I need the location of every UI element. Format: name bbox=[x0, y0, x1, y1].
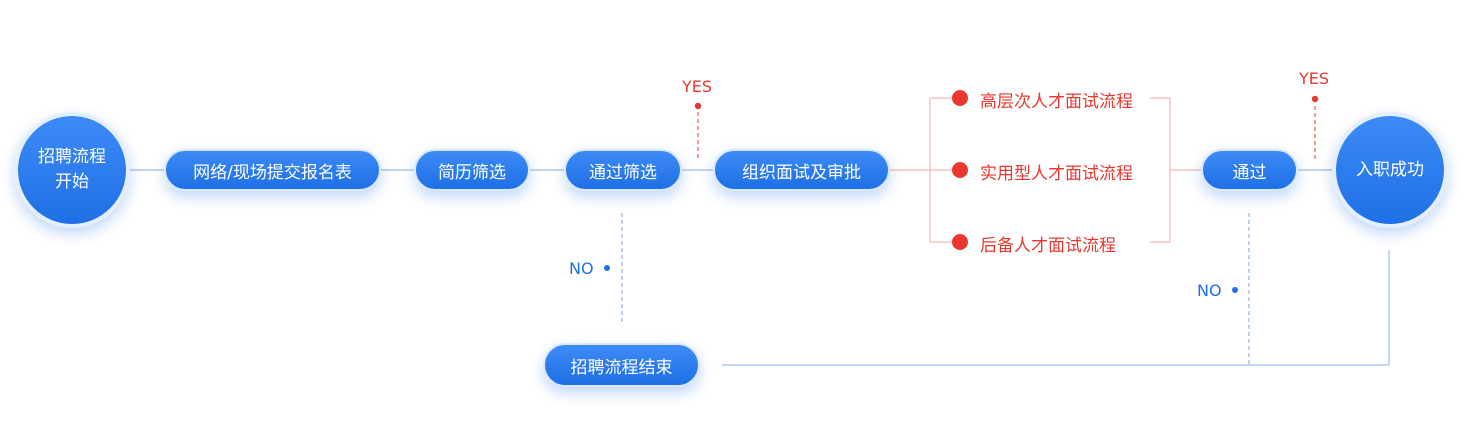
yes-dot-2 bbox=[1311, 95, 1319, 103]
node-start[interactable]: 招聘流程开始 bbox=[14, 112, 130, 228]
no-dot-2 bbox=[1232, 287, 1238, 293]
yes-label-1: YES bbox=[682, 77, 713, 96]
branch-dot-3 bbox=[952, 234, 968, 250]
node-resume-screen[interactable]: 简历筛选 bbox=[414, 149, 530, 191]
yes-dot-1 bbox=[694, 102, 702, 110]
node-pass[interactable]: 通过 bbox=[1201, 149, 1298, 191]
node-interview[interactable]: 组织面试及审批 bbox=[713, 149, 890, 191]
node-submit[interactable]: 网络/现场提交报名表 bbox=[164, 149, 381, 191]
node-pass-screen[interactable]: 通过筛选 bbox=[564, 149, 682, 191]
branch-high-level: 高层次人才面试流程 bbox=[980, 92, 1133, 112]
yes-label-2: YES bbox=[1299, 69, 1330, 88]
branch-practical: 实用型人才面试流程 bbox=[980, 164, 1133, 184]
node-onboard[interactable]: 入职成功 bbox=[1332, 112, 1448, 228]
branch-reserve: 后备人才面试流程 bbox=[980, 236, 1116, 256]
no-label-2: NO bbox=[1197, 281, 1222, 300]
node-end[interactable]: 招聘流程结束 bbox=[543, 343, 700, 387]
node-start-label: 招聘流程开始 bbox=[38, 147, 106, 192]
branch-dot-1 bbox=[952, 90, 968, 106]
no-dot-1 bbox=[604, 265, 610, 271]
branch-dot-2 bbox=[952, 162, 968, 178]
node-onboard-label: 入职成功 bbox=[1356, 159, 1424, 180]
no-label-1: NO bbox=[569, 259, 594, 278]
